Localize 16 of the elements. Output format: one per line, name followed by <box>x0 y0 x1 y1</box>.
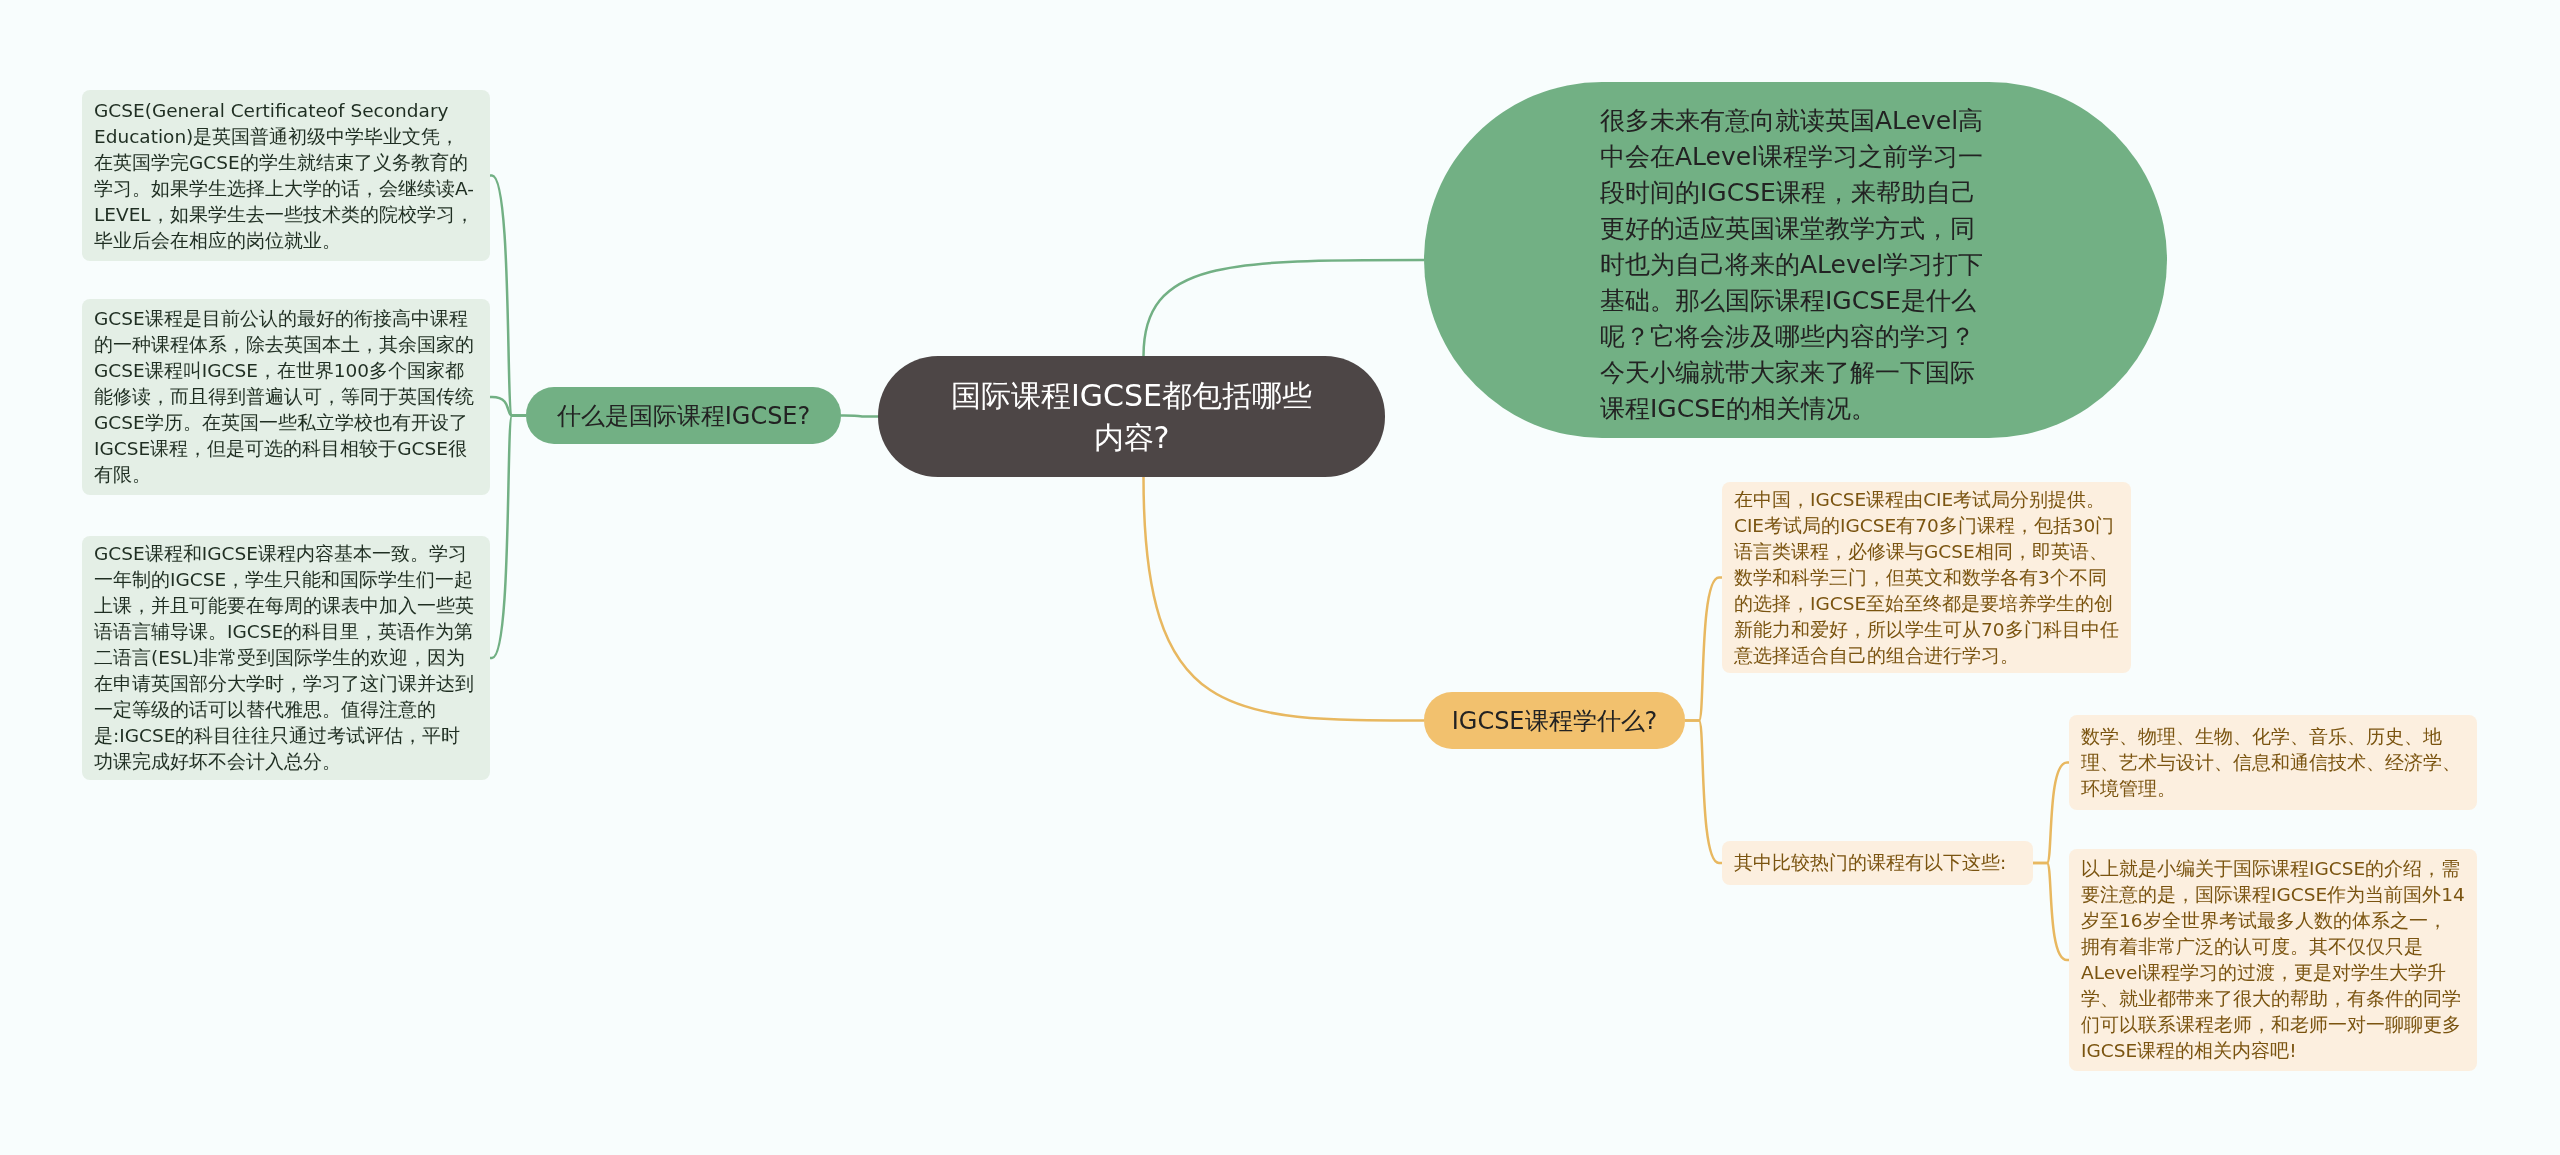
text-card: GCSE课程和IGCSE课程内容基本一致。学习一年制的IGCSE，学生只能和国际学生们一起上课，并且可能要在每周的课表中加入一些英语语言辅导课。IGCSE的科目里，英语作为第二语言(ESL)非常受到国际学生的欢迎，因为在申请英国部分大学时，学习了这门课并达到一定等级的话可以替代雅思。值得注意的是:IGCSE的科目往往只通过考试评估，平时功课完成好坏不会计入总分。 <box>82 536 490 780</box>
text-card: 以上就是小编关于国际课程IGCSE的介绍，需要注意的是，国际课程IGCSE作为当前国外14岁至16岁全世界考试最多人数的体系之一，拥有着非常广泛的认可度。其不仅仅只是ALevel课程学习的过渡，更是对学生大学升学、就业都带来了很大的帮助，有条件的同学们可以联系课程老师，和老师一对一聊聊更多IGCSE课程的相关内容吧! <box>2069 849 2477 1071</box>
connector-line <box>489 414 526 660</box>
connector-line <box>1142 258 1424 357</box>
connector-line <box>841 414 878 418</box>
connector-line <box>1685 719 1722 865</box>
topic-box: IGCSE课程学什么? <box>1424 692 1685 749</box>
text-card: GCSE课程是目前公认的最好的衔接高中课程的一种课程体系，除去英国本土，其余国家的GCSE课程叫IGCSE，在世界100多个国家都能修读，而且得到普遍认可，等同于英国传统GCSE学历。在英国一些私立学校也有开设了IGCSE课程，但是可选的科目相较于GCSE很有限。 <box>82 299 490 495</box>
connector-line <box>1142 476 1424 722</box>
text-card: 在中国，IGCSE课程由CIE考试局分别提供。CIE考试局的IGCSE有70多门课程，包括30门语言类课程，必修课与GCSE相同，即英语、数学和科学三门，但英文和数学各有3个不同的选择，IGCSE至始至终都是要培养学生的创新能力和爱好，所以学生可从70多门科目中任意选择适合自己的组合进行学习。 <box>1722 482 2131 673</box>
text-card: 其中比较热门的课程有以下这些: <box>1722 841 2033 885</box>
topic-box: 什么是国际课程IGCSE? <box>526 387 841 444</box>
connector-line <box>2033 861 2070 962</box>
text-card: 数学、物理、生物、化学、音乐、历史、地理、艺术与设计、信息和通信技术、经济学、环境管理。 <box>2069 715 2477 810</box>
central-topic-box: 国际课程IGCSE都包括哪些内容? <box>878 356 1385 477</box>
text-card: GCSE(General Certificateof Secondary Education)是英国普通初级中学毕业文凭，在英国学完GCSE的学生就结束了义务教育的学习。如果学生选择上大学的话，会继续读A-LEVEL，如果学生去一些技术类的院校学习，毕业后会在相应的岗位就业。 <box>82 90 490 261</box>
